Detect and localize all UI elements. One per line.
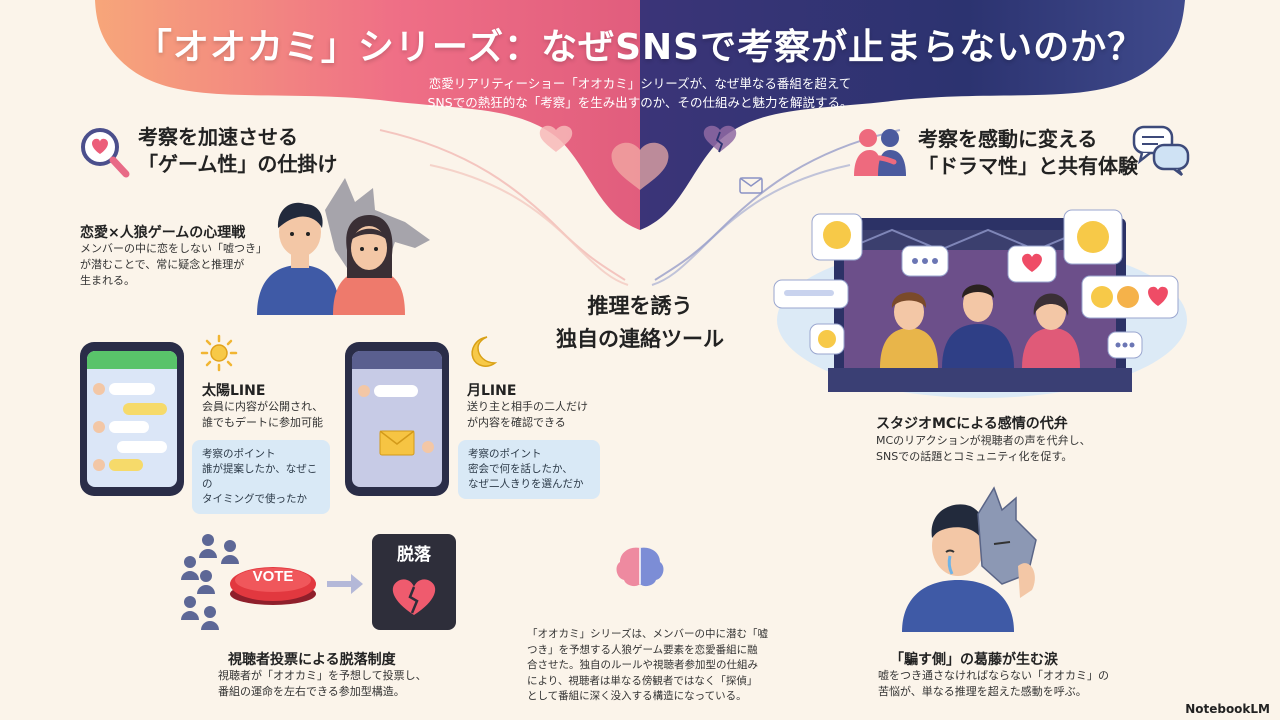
moon-line-text: 送り主と相手の二人だけ が内容を確認できる [467,399,588,431]
sun-icon [200,334,238,372]
psych-line: 生まれる。 [80,274,135,287]
page-subtitle: 恋愛リアリティーショー「オオカミ」シリーズが、なぜ単なる番組を超えて SNSでの… [0,74,1280,112]
sun-phone-header [87,351,177,369]
couple-wolf-illustration [257,178,430,315]
left-section-title: 考察を加速させる 「ゲーム性」の仕掛け [138,124,337,178]
wolf-mask-illustration [902,486,1037,632]
vote-button-shape [230,567,316,605]
audience-people-icon [181,534,239,630]
center-title-line: 独自の連絡ツール [556,327,724,351]
center-paragraph-line: 合させた。独自のルールや視聴者参加型の仕組み [527,659,758,671]
right-title-line: 考察を感動に変える [918,127,1098,151]
vote-text: 視聴者が「オオカミ」を予想して投票し、 番組の運命を左右できる参加型構造。 [218,668,427,700]
subtitle-line: 恋愛リアリティーショー「オオカミ」シリーズが、なぜ単なる番組を超えて [428,76,852,91]
tears-line: 嘘をつき通さなければならない「オオカミ」の [878,669,1109,682]
moon-phone-header [352,351,442,369]
studio-mc-illustration [773,209,1187,398]
sun-line-text: 会員に内容が公開され、 誰でもデートに参加可能 [202,399,323,431]
page-title: 「オオカミ」シリーズ：なぜSNSで考察が止まらないのか？ [135,27,1145,68]
sun-hint-label: 考察のポイント [202,448,276,460]
sun-chat-bubbles [93,383,167,471]
sun-line-heading: 太陽LINE [202,383,266,399]
moon-hint-box: 考察のポイント 密会で何を話したか、 なぜ二人きりを選んだか [458,440,600,499]
moon-hint-line: なぜ二人きりを選んだか [468,478,584,490]
moon-phone-screen [352,351,442,487]
tears-heading: 「騙す側」の葛藤が生む涙 [890,652,1058,668]
moon-icon [471,336,498,367]
center-paragraph-line: として番組に深く没入する構造になっている。 [527,690,747,702]
subtitle-line: SNSでの熱狂的な「考察」を生み出すのか、その仕組みと魅力を解説する。 [427,95,853,110]
elimination-label: 脱落 [397,545,431,565]
magnifier-heart-icon [81,128,130,178]
sun-line-line: 会員に内容が公開され、 [202,400,324,413]
moon-line-heading: 月LINE [467,383,517,399]
arrow-right-icon [327,574,363,594]
moon-hint-label: 考察のポイント [468,448,542,460]
psych-line: メンバーの中に恋をしない「嘘つき」 [80,242,267,255]
studio-line: MCのリアクションが視聴者の声を代弁し、 [876,434,1091,447]
moon-line-phone [345,342,449,496]
sun-phone-screen [87,351,177,487]
vote-heading: 視聴者投票による脱落制度 [228,652,396,668]
center-paragraph-line: により、視聴者は単なる傍観者ではなく「探偵」 [527,674,758,687]
right-section-title: 考察を感動に変える 「ドラマ性」と共有体験 [918,126,1138,180]
notebooklm-logo: NotebookLM [1185,702,1270,716]
sun-line-line: 誰でもデートに参加可能 [202,416,323,429]
moon-chat-envelope [358,385,434,456]
people-hug-icon [854,129,906,176]
tears-line: 苦悩が、単なる推理を超えた感動を呼ぶ。 [878,685,1087,698]
studio-heading: スタジオMCによる感情の代弁 [876,416,1068,432]
center-paragraph-line: 「オオカミ」シリーズは、メンバーの中に潜む「嘘 [527,628,768,640]
sun-hint-line: 誰が提案したか、なぜこの [202,463,318,490]
brain-icon [616,547,664,587]
left-title-line: 考察を加速させる [138,125,298,149]
elimination-card: 脱落 [372,534,456,630]
psych-heading: 恋愛×人狼ゲームの心理戦 [80,225,246,241]
broken-heart-icon [392,579,436,615]
studio-line: SNSでの話題とコミュニティ化を促す。 [876,450,1073,463]
moon-hint-line: 密会で何を話したか、 [468,463,573,475]
chat-bubbles-icon [1132,125,1190,176]
studio-text: MCのリアクションが視聴者の声を代弁し、 SNSでの話題とコミュニティ化を促す。 [876,433,1091,465]
vote-button[interactable]: VOTE [252,568,294,585]
moon-line-line: が内容を確認できる [467,416,566,429]
center-paragraph: 「オオカミ」シリーズは、メンバーの中に潜む「嘘 つき」を予想する人狼ゲーム要素を… [527,627,768,705]
vote-line: 視聴者が「オオカミ」を予想して投票し、 [218,669,427,682]
right-title-line: 「ドラマ性」と共有体験 [918,154,1138,178]
psych-text: メンバーの中に恋をしない「嘘つき」 が潜むことで、常に疑念と推理が 生まれる。 [80,241,267,289]
center-title-line: 推理を誘う [587,294,693,318]
psych-line: が潜むことで、常に疑念と推理が [80,258,245,271]
sun-hint-box: 考察のポイント 誰が提案したか、なぜこの タイミングで使ったか [192,440,330,514]
left-title-line: 「ゲーム性」の仕掛け [138,152,338,176]
center-paragraph-line: つき」を予想する人狼ゲーム要素を恋愛番組に融 [527,643,758,656]
sun-hint-line: タイミングで使ったか [202,493,307,505]
center-title: 推理を誘う 独自の連絡ツール [540,290,740,356]
vote-line: 番組の運命を左右できる参加型構造。 [218,685,405,698]
sun-line-phone [80,342,184,496]
tears-text: 嘘をつき通さなければならない「オオカミ」の 苦悩が、単なる推理を超えた感動を呼ぶ… [878,668,1109,700]
moon-line-line: 送り主と相手の二人だけ [467,400,588,413]
